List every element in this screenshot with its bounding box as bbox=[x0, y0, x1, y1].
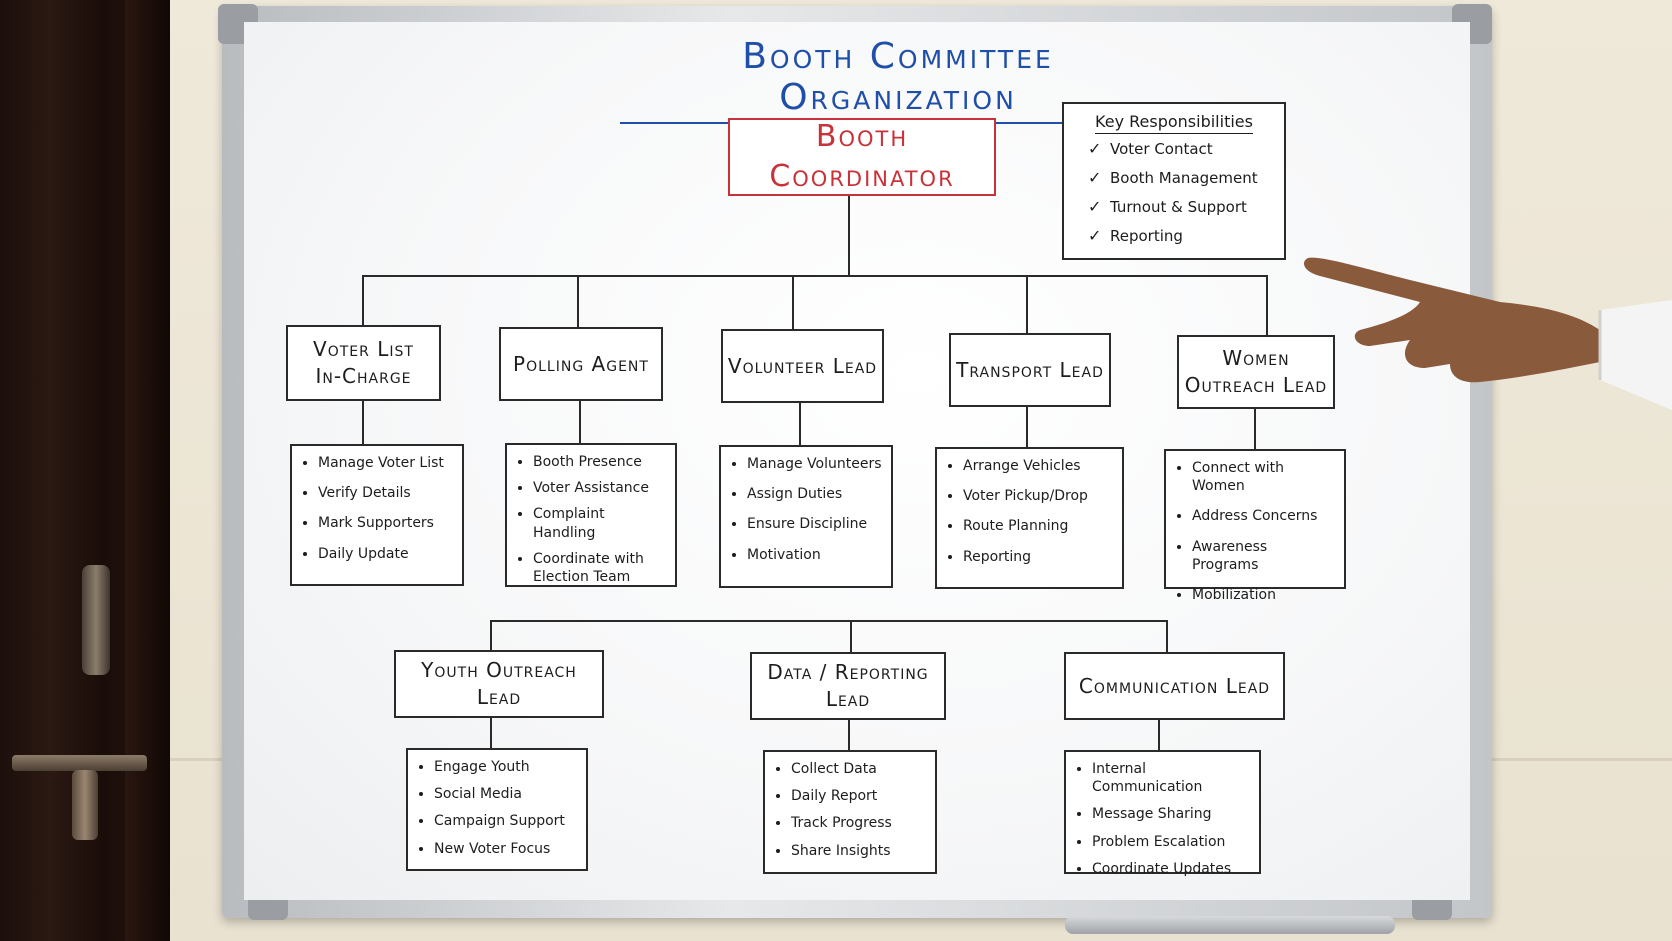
key-item: ✓Reporting bbox=[1088, 226, 1183, 245]
connector-line bbox=[490, 620, 492, 650]
task-item: Arrange Vehicles bbox=[963, 457, 1114, 475]
connector-line bbox=[799, 403, 801, 445]
check-icon: ✓ bbox=[1088, 139, 1102, 158]
connector-line bbox=[848, 196, 850, 276]
task-item: Daily Update bbox=[318, 545, 454, 563]
key-item: ✓Booth Management bbox=[1088, 168, 1258, 187]
connector-line bbox=[1266, 275, 1268, 335]
youth-outreach-lead-box: Youth Outreach Lead bbox=[394, 650, 604, 718]
task-item: Mobilization bbox=[1192, 586, 1336, 604]
pointing-hand bbox=[1304, 257, 1672, 410]
door-latch-knob bbox=[72, 770, 98, 840]
connector-line bbox=[850, 620, 852, 652]
door-frame bbox=[125, 0, 170, 941]
polling-agent-box: Polling Agent bbox=[499, 327, 663, 401]
task-item: Mark Supporters bbox=[318, 514, 454, 532]
connector-line bbox=[362, 275, 364, 325]
key-responsibilities-heading: Key Responsibilities bbox=[1078, 112, 1270, 134]
connector-line bbox=[1026, 407, 1028, 447]
task-item: Manage Volunteers bbox=[747, 455, 883, 473]
task-item: Campaign Support bbox=[434, 812, 578, 830]
task-item: Complaint Handling bbox=[533, 505, 667, 541]
communication-tasks: Internal Communication Message Sharing P… bbox=[1064, 750, 1261, 877]
data-reporting-tasks: Collect Data Daily Report Track Progress… bbox=[763, 750, 937, 874]
task-item: Awareness Programs bbox=[1192, 538, 1336, 574]
youth-outreach-tasks: Engage Youth Social Media Campaign Suppo… bbox=[406, 748, 588, 871]
task-item: Connect with Women bbox=[1192, 459, 1336, 495]
connector-line bbox=[490, 718, 492, 748]
task-item: Message Sharing bbox=[1092, 805, 1251, 823]
booth-coordinator-box: Booth Coordinator bbox=[728, 118, 996, 196]
task-item: Collect Data bbox=[791, 760, 927, 778]
transport-lead-tasks: Arrange Vehicles Voter Pickup/Drop Route… bbox=[935, 447, 1124, 589]
connector-line bbox=[1254, 409, 1256, 449]
task-item: Verify Details bbox=[318, 484, 454, 502]
task-item: Ensure Discipline bbox=[747, 515, 883, 533]
key-item: ✓Voter Contact bbox=[1088, 139, 1213, 158]
volunteer-lead-box: Volunteer Lead bbox=[721, 329, 884, 403]
task-item: Problem Escalation bbox=[1092, 833, 1251, 851]
polling-agent-tasks: Booth Presence Voter Assistance Complain… bbox=[505, 443, 677, 587]
connector-line bbox=[579, 401, 581, 443]
connector-line bbox=[1166, 620, 1168, 652]
task-item: Engage Youth bbox=[434, 758, 578, 776]
task-item: New Voter Focus bbox=[434, 840, 578, 858]
task-item: Voter Assistance bbox=[533, 479, 667, 497]
task-item: Social Media bbox=[434, 785, 578, 803]
connector-line bbox=[362, 275, 1268, 277]
connector-line bbox=[1158, 720, 1160, 750]
check-icon: ✓ bbox=[1088, 226, 1102, 245]
key-item: ✓Turnout & Support bbox=[1088, 197, 1247, 216]
task-item: Coordinate with Election Team bbox=[533, 550, 667, 586]
task-item: Reporting bbox=[963, 548, 1114, 566]
task-item: Voter Pickup/Drop bbox=[963, 487, 1114, 505]
task-item: Coordinate Updates bbox=[1092, 860, 1251, 878]
task-item: Route Planning bbox=[963, 517, 1114, 535]
task-item: Internal Communication bbox=[1092, 760, 1251, 796]
data-reporting-lead-box: Data / Reporting Lead bbox=[750, 652, 946, 720]
check-icon: ✓ bbox=[1088, 168, 1102, 187]
connector-line bbox=[1026, 275, 1028, 333]
connector-line bbox=[848, 720, 850, 750]
marker-tray bbox=[1065, 916, 1395, 934]
door-latch bbox=[12, 755, 147, 771]
voter-list-tasks: Manage Voter List Verify Details Mark Su… bbox=[290, 444, 464, 586]
key-responsibilities-box: Key Responsibilities ✓Voter Contact ✓Boo… bbox=[1062, 102, 1286, 260]
task-item: Address Concerns bbox=[1192, 507, 1336, 525]
task-item: Manage Voter List bbox=[318, 454, 454, 472]
task-item: Share Insights bbox=[791, 842, 927, 860]
volunteer-lead-tasks: Manage Volunteers Assign Duties Ensure D… bbox=[719, 445, 893, 588]
connector-line bbox=[362, 401, 364, 444]
door-handle bbox=[82, 565, 110, 675]
women-outreach-tasks: Connect with Women Address Concerns Awar… bbox=[1164, 449, 1346, 603]
connector-line bbox=[792, 275, 794, 329]
task-item: Booth Presence bbox=[533, 453, 667, 471]
task-item: Daily Report bbox=[791, 787, 927, 805]
connector-line bbox=[490, 620, 1168, 622]
task-item: Assign Duties bbox=[747, 485, 883, 503]
communication-lead-box: Communication Lead bbox=[1064, 652, 1285, 720]
transport-lead-box: Transport Lead bbox=[949, 333, 1111, 407]
task-item: Track Progress bbox=[791, 814, 927, 832]
connector-line bbox=[577, 275, 579, 327]
task-item: Motivation bbox=[747, 546, 883, 564]
check-icon: ✓ bbox=[1088, 197, 1102, 216]
